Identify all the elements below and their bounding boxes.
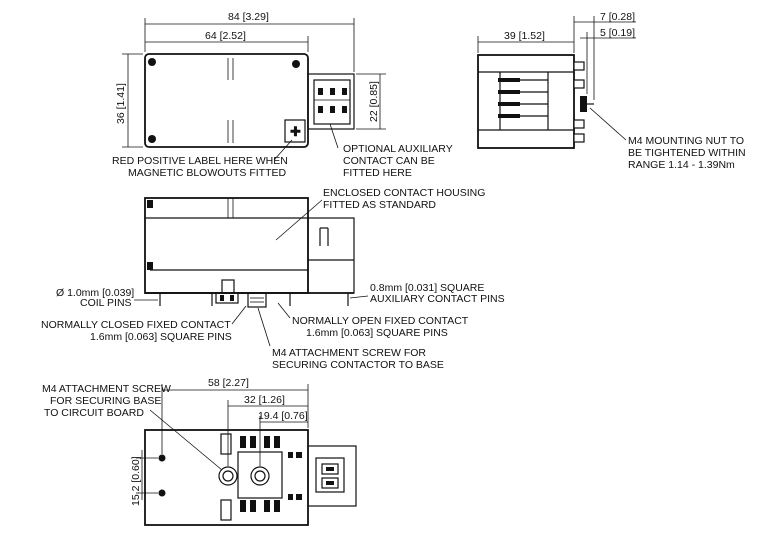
- base-screw: [250, 466, 270, 486]
- base-view: M4 ATTACHMENT SCREW FOR SECURING BASE TO…: [42, 377, 357, 526]
- mounting-hole: [292, 60, 300, 68]
- front-view-housing: [144, 197, 309, 294]
- front-view: ENCLOSED CONTACT HOUSING FITTED AS STAND…: [41, 187, 505, 371]
- dim-15-2: 15.2 [0.60]: [130, 456, 142, 506]
- note-nut-line2: BE TIGHTENED WITHIN: [628, 147, 746, 159]
- note-screw-line1: M4 ATTACHMENT SCREW FOR: [272, 347, 426, 359]
- note-nc-line1: NORMALLY CLOSED FIXED CONTACT: [41, 319, 231, 331]
- note-aux-pins-line2: AUXILIARY CONTACT PINS: [370, 293, 505, 305]
- side-view-body: [477, 54, 575, 149]
- base-screw: [218, 466, 238, 486]
- note-no-line1: NORMALLY OPEN FIXED CONTACT: [292, 315, 469, 327]
- front-view-aux-block: [307, 217, 355, 294]
- note-housing-line2: FITTED AS STANDARD: [323, 199, 436, 211]
- note-aux-contact-line2: CONTACT CAN BE: [343, 155, 435, 167]
- note-aux-pins-line1: 0.8mm [0.031] SQUARE: [370, 282, 484, 294]
- note-no-line2: 1.6mm [0.063] SQUARE PINS: [306, 327, 448, 339]
- dim-nut-length: 5 [0.19]: [600, 27, 635, 39]
- dim-19-4: 19.4 [0.76]: [258, 410, 308, 422]
- base-plate: [144, 429, 309, 526]
- base-aux-section: [307, 445, 357, 507]
- dim-body-height: 36 [1.41]: [115, 83, 127, 124]
- mounting-nut: [580, 96, 587, 112]
- note-base-screw-line2: FOR SECURING BASE: [50, 395, 161, 407]
- dim-58: 58 [2.27]: [208, 377, 249, 389]
- attachment-screw: [247, 292, 267, 308]
- note-aux-contact-line1: OPTIONAL AUXILIARY: [343, 143, 453, 155]
- note-base-screw-line3: TO CIRCUIT BOARD: [44, 407, 144, 419]
- side-view: 39 [1.52] 7 [0.28] 5 [0.19] M4 MOUNTING …: [477, 11, 746, 171]
- note-housing-line1: ENCLOSED CONTACT HOUSING: [323, 187, 485, 199]
- note-red-label-line1: RED POSITIVE LABEL HERE WHEN: [112, 155, 288, 167]
- red-label-area: [284, 119, 306, 143]
- dim-overall-width: 84 [3.29]: [228, 11, 269, 23]
- note-coil-pins-line1: Ø 1.0mm [0.039]: [56, 287, 134, 299]
- dim-body-width: 64 [2.52]: [205, 30, 246, 42]
- mounting-hole: [148, 135, 156, 143]
- plus-icon: ✚: [290, 124, 301, 139]
- note-screw-line2: SECURING CONTACTOR TO BASE: [272, 359, 444, 371]
- dim-side-depth: 39 [1.52]: [504, 30, 545, 42]
- note-red-label-line2: MAGNETIC BLOWOUTS FITTED: [128, 167, 287, 179]
- aux-contact-block: [307, 73, 355, 130]
- dim-32: 32 [1.26]: [244, 394, 285, 406]
- note-nc-line2: 1.6mm [0.063] SQUARE PINS: [90, 331, 232, 343]
- top-view: ✚ 84 [3.29] 64 [2.52] 36 [1.41] 22 [0.85…: [112, 11, 453, 179]
- note-base-screw-line1: M4 ATTACHMENT SCREW: [42, 383, 171, 395]
- note-aux-contact-line3: FITTED HERE: [343, 167, 412, 179]
- note-nut-line1: M4 MOUNTING NUT TO: [628, 135, 744, 147]
- note-coil-pins-line2: COIL PINS: [80, 297, 132, 309]
- note-nut-line3: RANGE 1.14 - 1.39Nm: [628, 159, 735, 171]
- dim-aux-height: 22 [0.85]: [368, 81, 380, 122]
- mounting-hole: [148, 58, 156, 66]
- nc-contact-pins: [215, 292, 239, 304]
- dim-stud-length: 7 [0.28]: [600, 11, 635, 23]
- top-view-body: [144, 53, 309, 148]
